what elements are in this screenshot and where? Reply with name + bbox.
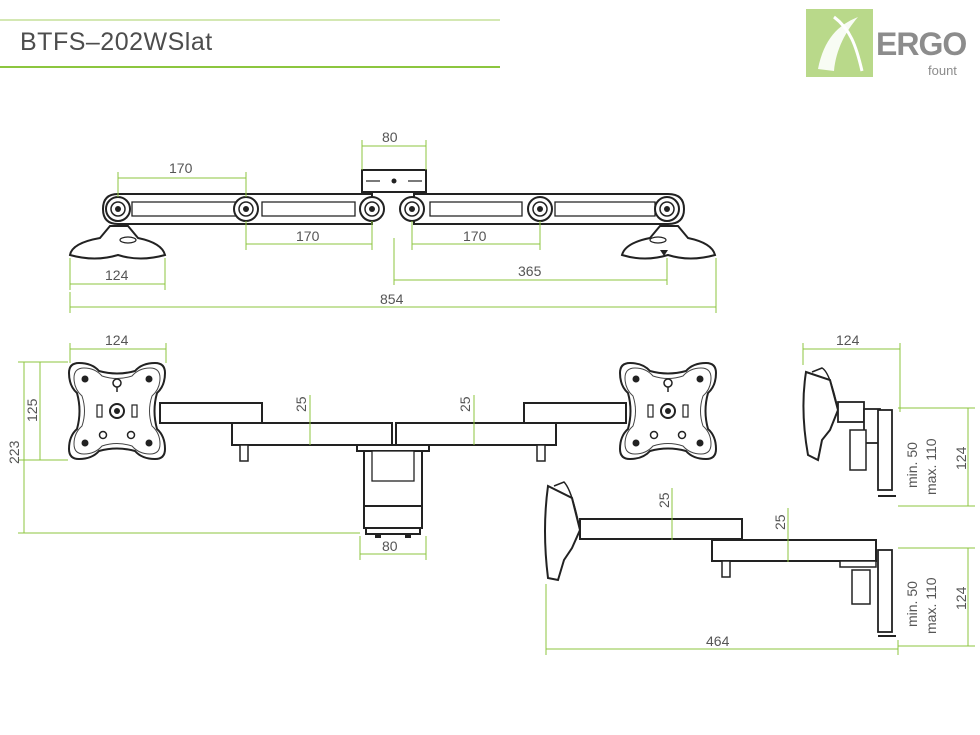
dim-side-short-height: 124 (953, 446, 969, 470)
side-view-long: 25 25 464 min. 50 max. 110 124 (544, 481, 975, 655)
dim-top-80: 80 (382, 129, 398, 145)
dim-front-80: 80 (382, 538, 398, 554)
logo-wordmark: ERGO (876, 26, 967, 62)
page-title: BTFS–202WSlat (20, 28, 213, 56)
dim-side-short-max: max. 110 (923, 438, 939, 495)
dim-side-long-arm1: 25 (656, 492, 672, 508)
dim-side-long-max: max. 110 (923, 577, 939, 634)
dim-front-25-left: 25 (293, 396, 309, 412)
dim-front-223: 223 (6, 440, 22, 464)
dim-front-25-right: 25 (457, 396, 473, 412)
logo-subtitle: fount (928, 63, 957, 78)
dim-side-short-min: min. 50 (904, 442, 920, 488)
dim-side-short-124: 124 (836, 332, 860, 348)
dim-side-long-min: min. 50 (904, 581, 920, 627)
side-view-short: 124 min. 50 max. 110 124 (802, 332, 975, 507)
dim-front-124: 124 (105, 332, 129, 348)
dim-top-170-c: 170 (463, 228, 487, 244)
dim-side-long-464: 464 (706, 633, 730, 649)
dim-top-170-a: 170 (169, 160, 193, 176)
top-view: 80 170 170 170 124 365 854 (68, 129, 717, 313)
dim-top-170-b: 170 (296, 228, 320, 244)
dim-front-125: 125 (24, 398, 40, 422)
logo-icon (806, 9, 873, 77)
dim-top-854: 854 (380, 291, 404, 307)
front-view: 124 223 125 25 25 80 (6, 332, 717, 560)
dim-side-long-height: 124 (953, 586, 969, 610)
dim-top-124: 124 (105, 267, 129, 283)
dim-side-long-arm2: 25 (772, 514, 788, 530)
dim-top-365: 365 (518, 263, 542, 279)
